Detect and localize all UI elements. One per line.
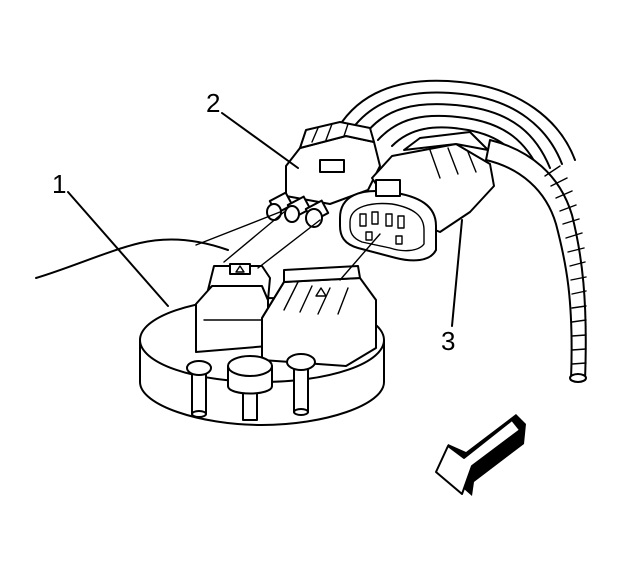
harness-connector-2 [266,121,381,228]
alignment-lines [195,211,381,281]
callout-1: 1 [52,169,67,199]
module-connector-small [195,263,271,353]
front-direction-arrow-icon [435,414,526,496]
module-connector-large [261,265,377,367]
tank-outline [35,238,229,279]
wire-harness [337,79,587,383]
callout-2: 2 [206,88,221,118]
harness-connector-3 [339,131,495,262]
callout-3: 3 [441,326,456,356]
terminal-posts [186,353,316,421]
callout-leaders [67,112,463,327]
